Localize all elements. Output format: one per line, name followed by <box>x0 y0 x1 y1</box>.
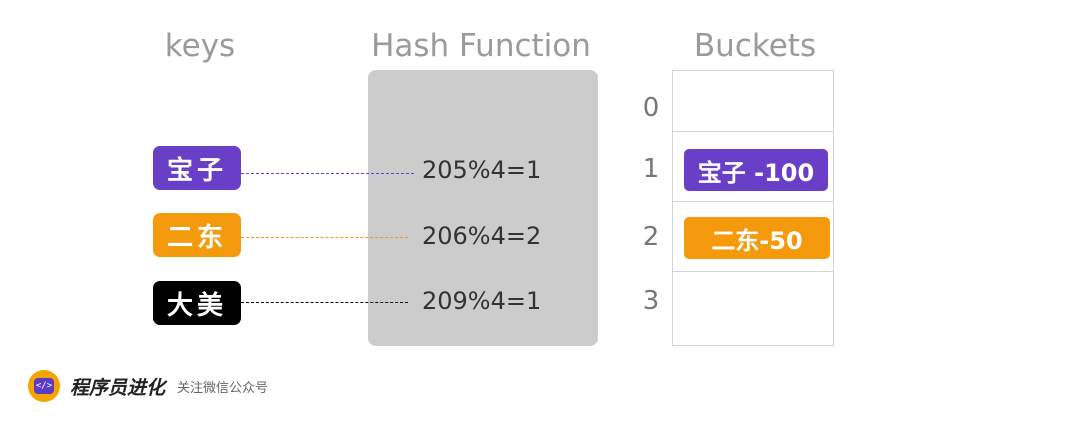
bucket-entry-baozi: 宝子 -100 <box>684 149 828 191</box>
brand-subtitle: 关注微信公众号 <box>177 380 269 396</box>
bucket-row-2 <box>673 201 833 271</box>
brand-name: 程序员进化 <box>70 376 166 399</box>
key-line-damei <box>241 302 408 303</box>
key-chip-damei: 大美 <box>153 281 241 325</box>
hash-function-box <box>368 70 598 346</box>
bucket-row-1 <box>673 131 833 201</box>
key-line-baozi <box>241 173 414 174</box>
bucket-row-3 <box>673 271 833 345</box>
bucket-index-3: 3 <box>642 286 660 316</box>
brand-logo-icon: </> <box>28 370 60 402</box>
hash-expression-erdong: 206%4=2 <box>422 222 542 250</box>
hash-expression-baozi: 205%4=1 <box>422 156 542 184</box>
key-chip-erdong: 二东 <box>153 213 241 257</box>
brand: </> 程序员进化 关注微信公众号 <box>28 370 268 402</box>
hash-expression-damei: 209%4=1 <box>422 287 542 315</box>
key-line-erdong <box>241 237 408 238</box>
bucket-entry-erdong: 二东-50 <box>684 217 830 259</box>
title-hash-function: Hash Function <box>371 28 591 64</box>
bucket-index-0: 0 <box>642 93 660 123</box>
bucket-table <box>672 70 834 346</box>
key-chip-baozi: 宝子 <box>153 146 241 190</box>
code-icon: </> <box>34 378 54 394</box>
title-keys: keys <box>164 28 236 64</box>
bucket-index-2: 2 <box>642 222 660 252</box>
bucket-row-0 <box>673 71 833 131</box>
bucket-index-1: 1 <box>642 154 660 184</box>
title-buckets: Buckets <box>693 28 817 64</box>
